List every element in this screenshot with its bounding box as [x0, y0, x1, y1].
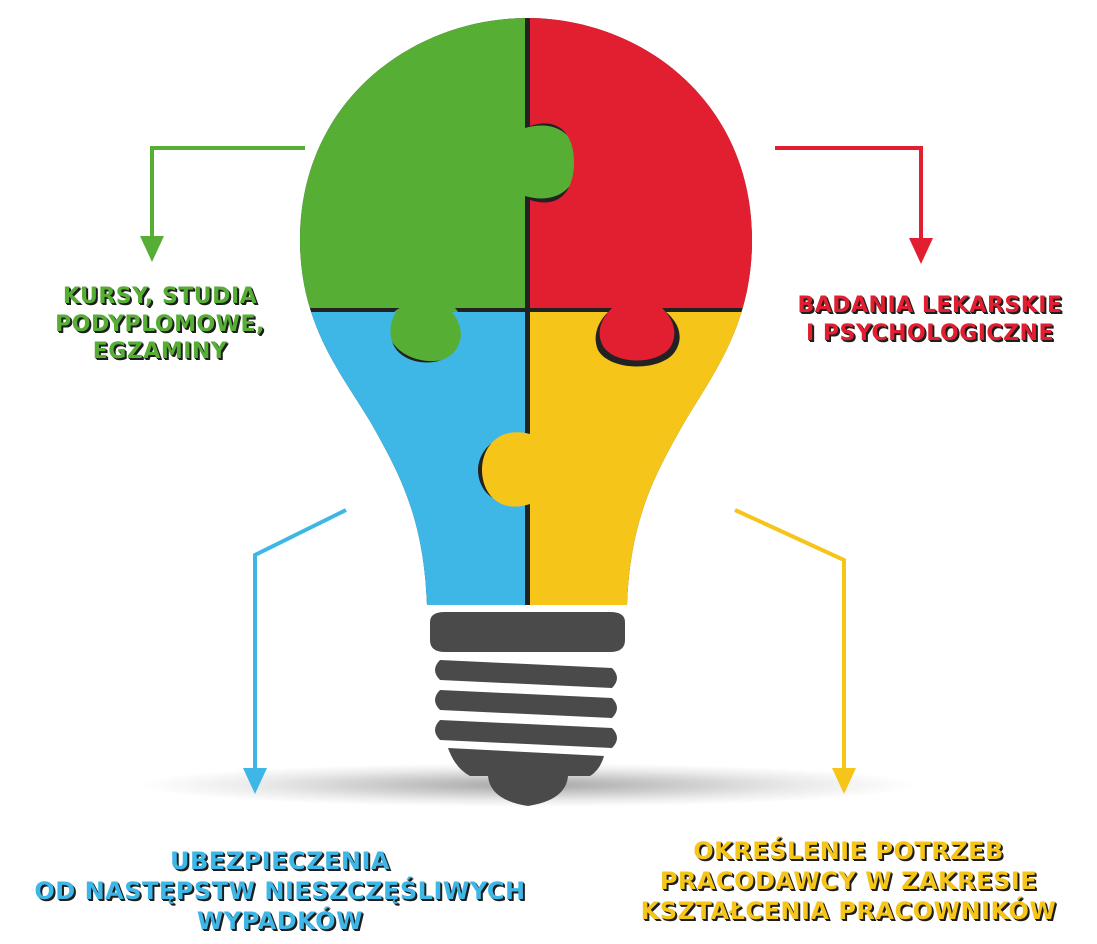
label-line: OKREŚLENIE POTRZEB	[693, 837, 1004, 865]
label-employer-needs: OKREŚLENIE POTRZEB PRACODAWCY W ZAKRESIE…	[600, 836, 1097, 926]
label-line: WYPADKÓW	[196, 907, 364, 935]
arrow-yellow	[734, 508, 856, 794]
label-line: PRACODAWCY W ZAKRESIE	[659, 867, 1038, 895]
bulb-base	[430, 612, 625, 806]
label-line: KSZTAŁCENIA PRACOWNIKÓW	[640, 897, 1057, 925]
label-courses-exams: KURSY, STUDIA PODYPLOMOWE, EGZAMINY	[30, 283, 290, 366]
label-line: EGZAMINY	[92, 339, 228, 364]
arrow-red-head	[909, 238, 933, 264]
puzzle-piece-green	[300, 18, 578, 362]
arrow-green-head	[140, 236, 164, 262]
arrow-blue-head	[243, 768, 267, 794]
arrow-red	[775, 146, 933, 264]
bulb-glass	[300, 18, 752, 605]
arrow-blue	[243, 508, 347, 794]
label-medical-exams: BADANIA LEKARSKIE I PSYCHOLOGICZNE	[770, 292, 1090, 347]
label-line: OD NASTĘPSTW NIESZCZĘŚLIWYCH	[34, 877, 526, 905]
label-line: PODYPLOMOWE,	[55, 311, 265, 337]
label-accident-insurance: UBEZPIECZENIA OD NASTĘPSTW NIESZCZĘŚLIWY…	[0, 846, 560, 936]
label-line: I PSYCHOLOGICZNE	[806, 320, 1054, 346]
label-line: KURSY, STUDIA	[62, 284, 258, 309]
label-line: UBEZPIECZENIA	[170, 847, 390, 875]
label-line: BADANIA LEKARSKIE	[797, 293, 1063, 318]
arrow-yellow-head	[832, 768, 856, 794]
arrow-green	[140, 146, 305, 262]
